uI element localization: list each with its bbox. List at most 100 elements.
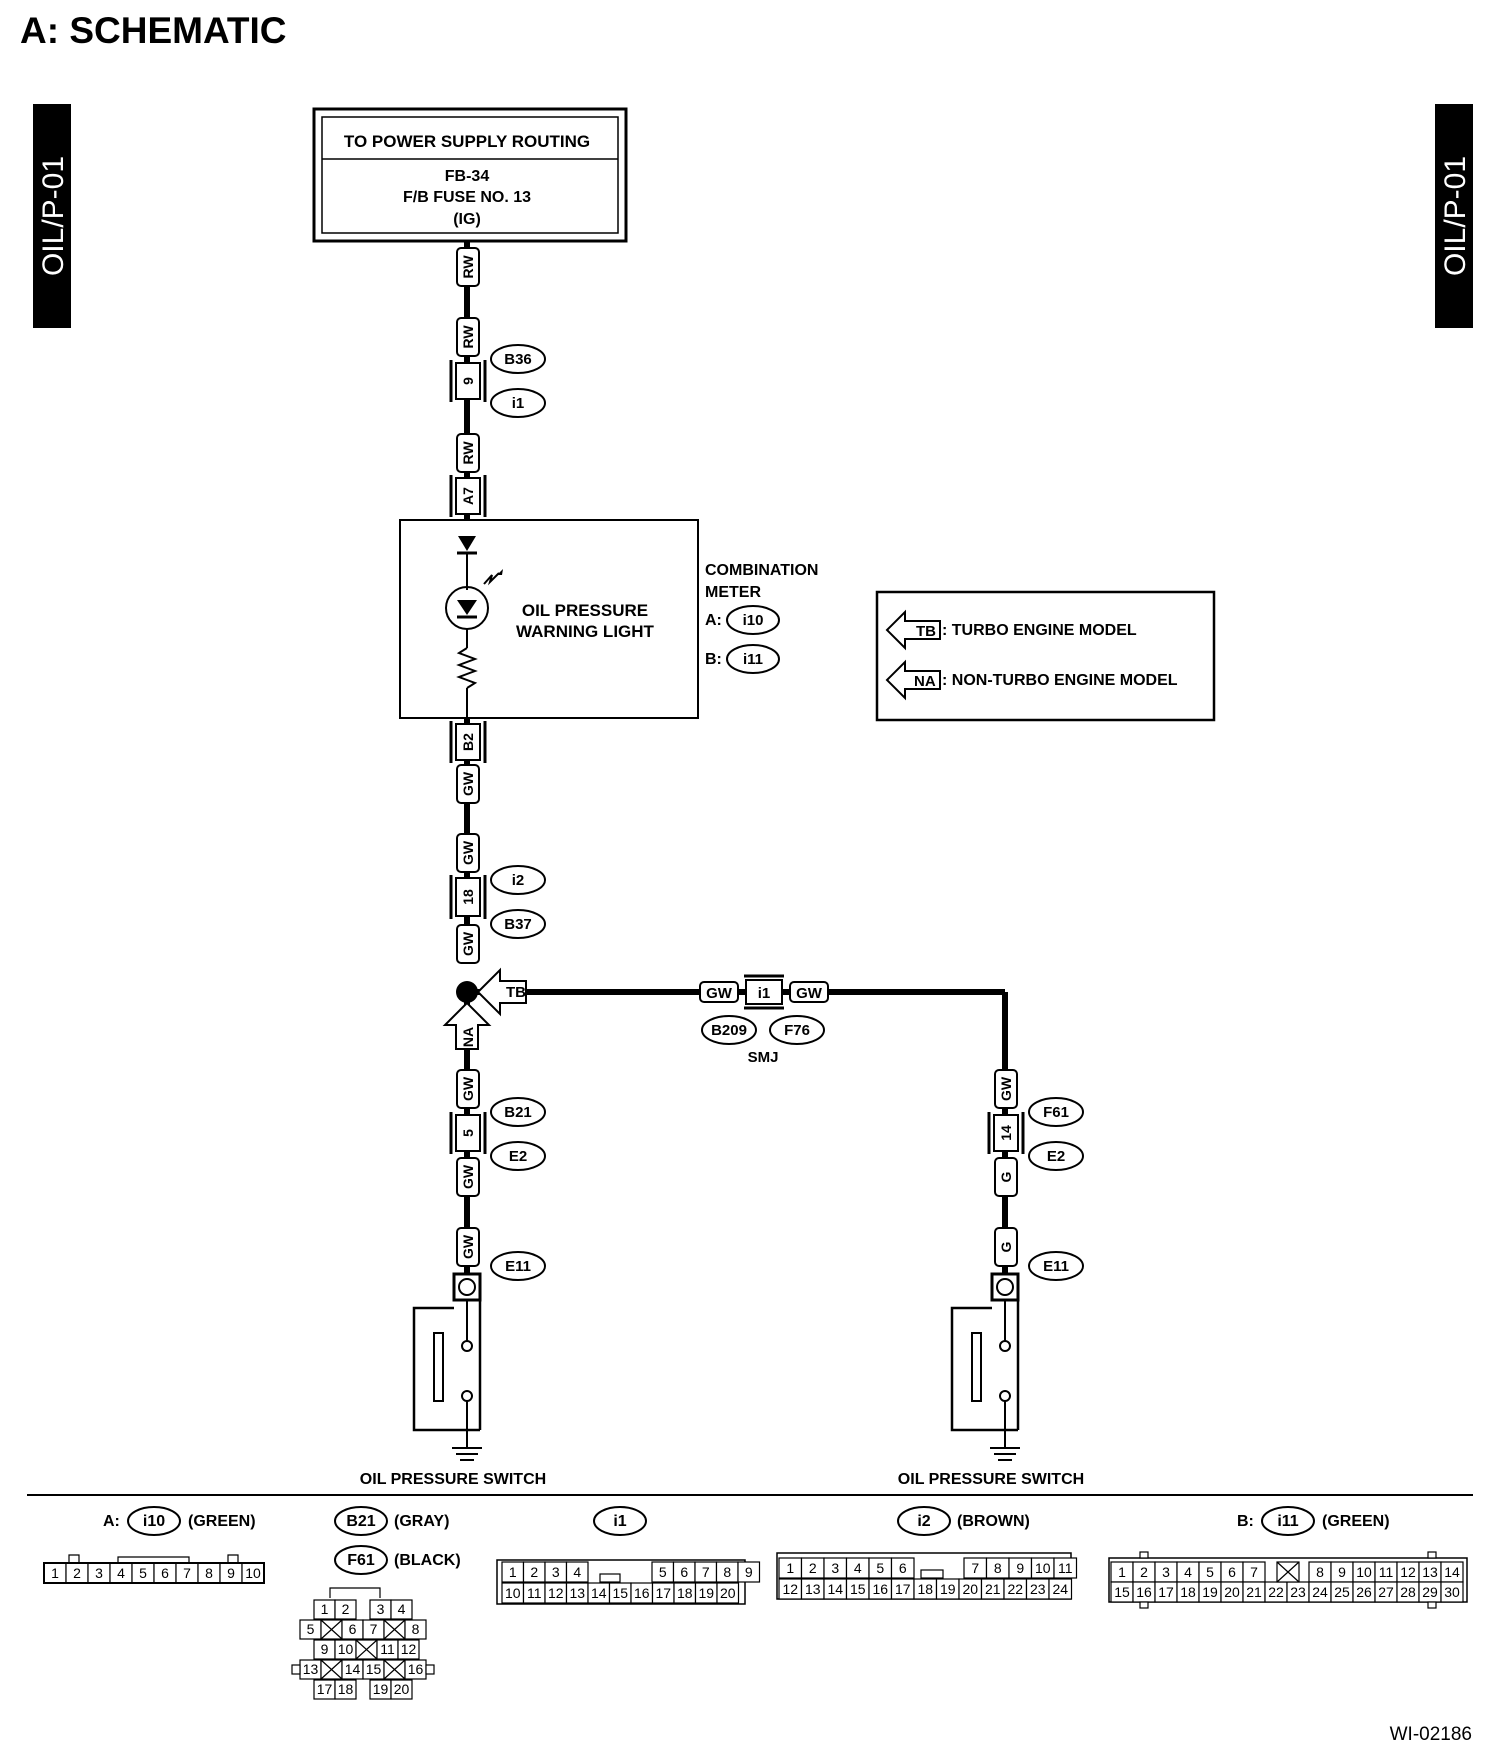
footer-a-conn: i10 bbox=[143, 1513, 165, 1530]
footer-i1: i1 bbox=[613, 1513, 626, 1530]
pin-i10: 3 bbox=[95, 1565, 103, 1581]
pin-i1: 2 bbox=[530, 1564, 538, 1580]
pin-i1: 8 bbox=[723, 1564, 731, 1580]
combination-meter-label: COMBINATION METER A: i10 B: i11 bbox=[705, 562, 818, 674]
power-box-line2: F/B FUSE NO. 13 bbox=[403, 189, 531, 206]
pin-i1: 5 bbox=[659, 1564, 667, 1580]
pin-i11: 24 bbox=[1312, 1584, 1328, 1600]
switch-label-right: OIL PRESSURE SWITCH bbox=[898, 1471, 1084, 1488]
pin-i11: 18 bbox=[1180, 1584, 1196, 1600]
pin-i11: 20 bbox=[1224, 1584, 1240, 1600]
wire-tag-gw-2: GW bbox=[460, 840, 476, 865]
side-tab-left: OIL/P-01 bbox=[33, 104, 71, 328]
footer-connector-labels: A: i10 (GREEN) B21 (GRAY) F61 (BLACK) i1… bbox=[103, 1506, 1390, 1575]
pin-i1: 18 bbox=[677, 1585, 693, 1601]
footer-b-prefix: B: bbox=[1237, 1513, 1254, 1530]
connector-b37: B37 bbox=[504, 916, 532, 933]
pin-i11: 30 bbox=[1444, 1584, 1460, 1600]
pin-i10: 4 bbox=[117, 1565, 125, 1581]
footer-b21-color: (GRAY) bbox=[394, 1513, 449, 1530]
pin-i2: 13 bbox=[805, 1581, 821, 1597]
pin-i2: 20 bbox=[962, 1581, 978, 1597]
pin-b2: B2 bbox=[460, 733, 476, 751]
side-tab-right: OIL/P-01 bbox=[1435, 104, 1473, 328]
pin-i11: 16 bbox=[1136, 1584, 1152, 1600]
combination-meter-box: OIL PRESSURE WARNING LIGHT bbox=[399, 519, 699, 719]
pin-b21: 1 bbox=[321, 1601, 329, 1617]
pin-i11: 1 bbox=[1118, 1564, 1126, 1580]
pin-b21: 18 bbox=[338, 1681, 354, 1697]
connector-e11-left: E11 bbox=[505, 1258, 531, 1275]
pin-i2: 19 bbox=[940, 1581, 956, 1597]
pin-b21: 15 bbox=[366, 1661, 382, 1677]
pin-i2: 18 bbox=[917, 1581, 933, 1597]
legend-tb-tag: TB bbox=[916, 623, 936, 640]
power-box-header: TO POWER SUPPLY ROUTING bbox=[344, 132, 590, 151]
meter-a-prefix: A: bbox=[705, 612, 722, 629]
pin-b21: 11 bbox=[380, 1641, 395, 1657]
power-box-line1: FB-34 bbox=[445, 168, 490, 185]
resistor-icon bbox=[456, 647, 478, 689]
connector-f76: F76 bbox=[784, 1022, 810, 1039]
wire-tag-gw-7: GW bbox=[998, 1076, 1014, 1101]
pin-i2: 1 bbox=[786, 1560, 794, 1576]
pin-b21: 16 bbox=[408, 1661, 424, 1677]
pin-5: 5 bbox=[460, 1129, 476, 1137]
pin-i1: 7 bbox=[702, 1564, 710, 1580]
pin-i11: 7 bbox=[1250, 1564, 1258, 1580]
pin-b21: 2 bbox=[342, 1601, 350, 1617]
pin-i11: 10 bbox=[1356, 1564, 1372, 1580]
pin-i11: 13 bbox=[1422, 1564, 1438, 1580]
meter-b-connector: i11 bbox=[743, 651, 763, 668]
meter-name-1: COMBINATION bbox=[705, 562, 818, 579]
connector-e11-right: E11 bbox=[1043, 1258, 1069, 1275]
meter-b-prefix: B: bbox=[705, 651, 722, 668]
pin-i2: 17 bbox=[895, 1581, 911, 1597]
smj-label: SMJ bbox=[748, 1049, 779, 1066]
pin-i1: 20 bbox=[720, 1585, 736, 1601]
pin-i11: 27 bbox=[1378, 1584, 1394, 1600]
junction: TB NA bbox=[442, 967, 527, 1050]
wire-tag-g-1: G bbox=[998, 1171, 1014, 1182]
pin-i2: 12 bbox=[782, 1581, 798, 1597]
pin-i11: 8 bbox=[1316, 1564, 1324, 1580]
footer-f61-color: (BLACK) bbox=[394, 1552, 461, 1569]
pin-i10: 8 bbox=[205, 1565, 213, 1581]
pin-b21: 17 bbox=[317, 1681, 333, 1697]
pin-i11: 15 bbox=[1114, 1584, 1130, 1600]
pin-b21: 14 bbox=[345, 1661, 361, 1677]
pin-i1: 12 bbox=[548, 1585, 564, 1601]
wire-tag-g-2: G bbox=[998, 1241, 1014, 1252]
legend-tb-text: : TURBO ENGINE MODEL bbox=[942, 622, 1137, 639]
pin-b21: 13 bbox=[303, 1661, 319, 1677]
pin-i2: 4 bbox=[854, 1560, 862, 1576]
connector-e2-left: E2 bbox=[509, 1148, 527, 1165]
wire-tag-rw-1: RW bbox=[460, 255, 476, 279]
footer-b-conn: i11 bbox=[1277, 1513, 1298, 1530]
pin-i11: 2 bbox=[1140, 1564, 1148, 1580]
pin-b21: 20 bbox=[394, 1681, 410, 1697]
side-tab-left-label: OIL/P-01 bbox=[37, 156, 70, 276]
pin-i11: 3 bbox=[1162, 1564, 1170, 1580]
smj-wire-gw-right: GW bbox=[796, 985, 823, 1002]
pin-i1: 4 bbox=[573, 1564, 581, 1580]
pin-i2: 9 bbox=[1016, 1560, 1024, 1576]
pin-i11: 14 bbox=[1444, 1564, 1460, 1580]
pin-i2: 6 bbox=[899, 1560, 907, 1576]
smj-connector: GW i1 GW SMJ bbox=[699, 974, 829, 1066]
pin-b21: 4 bbox=[398, 1601, 406, 1617]
pin-i1: 14 bbox=[591, 1585, 607, 1601]
pin-b21: 6 bbox=[349, 1621, 357, 1637]
warning-light-label-2: WARNING LIGHT bbox=[516, 622, 654, 641]
pin-i2: 10 bbox=[1035, 1560, 1051, 1576]
smj-wire-gw-left: GW bbox=[706, 985, 733, 1002]
pin-i11: 29 bbox=[1422, 1584, 1438, 1600]
pin-i2: 22 bbox=[1007, 1581, 1023, 1597]
pin-i10: 6 bbox=[161, 1565, 169, 1581]
footer-i2-color: (BROWN) bbox=[957, 1513, 1030, 1530]
